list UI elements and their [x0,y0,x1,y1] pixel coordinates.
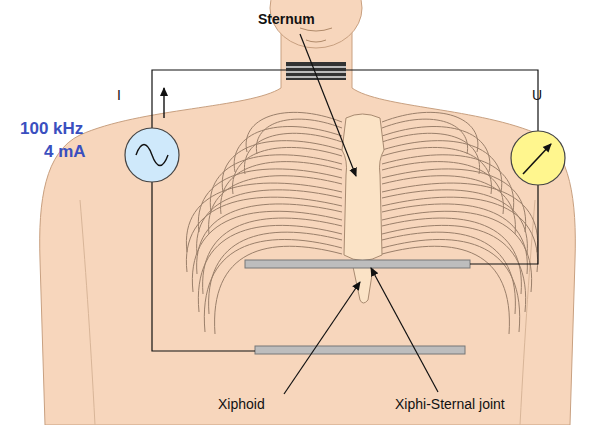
abdomen-electrode [255,346,465,354]
rib [382,211,532,292]
neck-electrode [286,62,346,80]
rib-cage [186,112,537,334]
rib [209,232,342,314]
frequency-label: 100 kHz [20,120,83,139]
current-arrow [163,88,164,118]
rib [382,225,526,312]
rib [382,133,480,174]
leader-lines [284,34,438,394]
part-label: Sternum [258,12,315,27]
wires [152,70,538,351]
rib [382,232,515,314]
rib [244,133,342,174]
rib [382,169,526,232]
rib [222,141,342,192]
rib [198,169,342,232]
rib [192,211,342,292]
current-symbol-label: I [117,88,121,103]
part-label: Xiphoid [218,397,265,412]
rib [382,239,520,332]
rib [204,239,342,332]
rib [215,246,342,334]
rib [382,246,509,334]
body-outline [40,0,576,425]
part-label: Xiphi-Sternal joint [395,397,505,412]
voltage-symbol-label: U [532,88,542,103]
current-label: 4 mA [44,143,86,162]
chest-electrode [245,260,470,268]
current-source-symbol [125,128,179,182]
rib [382,141,502,192]
voltmeter-symbol [511,131,565,185]
rib [198,225,342,312]
sternum-bone [342,114,384,261]
